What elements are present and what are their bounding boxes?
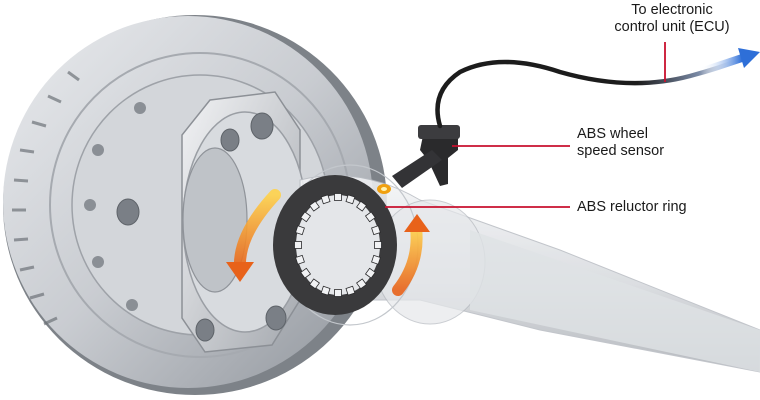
- signal-arrow-icon: [696, 48, 760, 76]
- sensor-label: ABS wheel speed sensor: [577, 126, 664, 160]
- reluctor-ring: [273, 175, 397, 315]
- reluctor-ring-label: ABS reluctor ring: [577, 199, 687, 215]
- reluctor-tooth: [300, 211, 312, 223]
- reluctor-tooth: [364, 267, 376, 279]
- reluctor-tooth: [371, 254, 381, 265]
- rotation-arrow-icon: [226, 189, 430, 296]
- reluctor-tooth: [295, 225, 305, 236]
- ecu-label-line-2: control unit (ECU): [614, 19, 730, 35]
- reluctor-tooth: [345, 194, 356, 205]
- reluctor-tooth: [356, 200, 367, 212]
- ecu-label: To electronic control unit (ECU): [592, 2, 752, 36]
- reluctor-tooth: [300, 267, 312, 279]
- reluctor-tooth: [320, 194, 331, 205]
- leader-lines: [385, 42, 666, 208]
- reluctor-tooth: [309, 278, 320, 290]
- speed-sensor: [377, 125, 460, 194]
- reluctor-tooth: [374, 241, 382, 249]
- reluctor-tooth: [295, 254, 305, 265]
- reluctor-tooth: [334, 289, 342, 297]
- reluctor-tooth: [294, 241, 302, 249]
- reluctor-tooth: [334, 193, 342, 201]
- reluctor-tooth: [356, 278, 367, 290]
- reluctor-tooth: [320, 285, 331, 296]
- wheel-hub: [116, 91, 308, 353]
- reluctor-tooth: [309, 200, 320, 212]
- sensor-label-line-2: speed sensor: [577, 143, 665, 159]
- reluctor-tooth: [371, 225, 381, 236]
- reluctor-tooth: [364, 211, 376, 223]
- ecu-label-line-1: To electronic: [631, 2, 713, 18]
- reluctor-tooth: [345, 285, 356, 296]
- sensor-label-line-1: ABS wheel: [577, 126, 648, 142]
